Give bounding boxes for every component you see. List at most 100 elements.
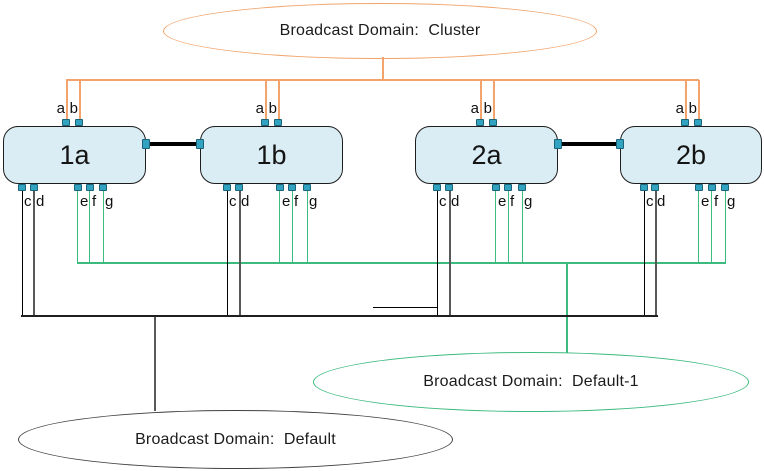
cable-1a-d	[32, 191, 35, 316]
cable-2b-c	[644, 191, 646, 316]
port-label-1a-g: g	[105, 193, 114, 210]
port-label-2b-f: f	[714, 193, 719, 210]
port-label-1b-g: g	[309, 193, 318, 210]
cable-2b-d	[654, 191, 657, 316]
node-2a-label: 2a	[471, 139, 502, 170]
port-1b-e	[276, 184, 284, 191]
port-1a-c	[18, 184, 26, 191]
ellipse-broadcast-domain-default: Broadcast Domain: Default	[18, 410, 453, 469]
port-label-1a-b: b	[69, 100, 78, 117]
node-1b: 1b	[200, 126, 343, 184]
cable-2a-b	[493, 80, 495, 119]
port-label-1b-c: c	[229, 193, 237, 210]
default1-bus-line	[77, 262, 726, 264]
port-1a-e	[74, 184, 82, 191]
port-2a-e	[492, 184, 500, 191]
port-label-2a-c: c	[439, 193, 447, 210]
port-2a-b	[489, 119, 497, 126]
port-1a-a	[62, 119, 70, 126]
cable-2a-e	[495, 191, 497, 263]
port-2b-g	[721, 184, 729, 191]
port-label-1b-d: d	[241, 193, 250, 210]
port-label-1a-a: a	[56, 100, 65, 117]
cable-1a-g	[103, 191, 105, 263]
cable-1b-a	[265, 80, 267, 119]
port-label-2a-d: d	[451, 193, 460, 210]
cable-1a-c	[21, 191, 23, 316]
port-2b-a	[681, 119, 689, 126]
port-label-1a-e: e	[80, 193, 89, 210]
cluster-bus-line	[66, 79, 699, 81]
cable-2b-e	[698, 191, 700, 263]
node-1b-label: 1b	[256, 139, 287, 170]
cable-2a-c	[437, 191, 439, 316]
port-2b-ha	[616, 139, 624, 149]
port-2a-c	[433, 184, 441, 191]
cable-2a-a	[480, 80, 482, 119]
port-1b-g	[303, 184, 311, 191]
port-label-2a-e: e	[498, 193, 507, 210]
port-label-2b-a: a	[675, 100, 684, 117]
cable-2a-g	[522, 191, 524, 263]
cable-2b-a	[685, 80, 687, 119]
default-bus-line	[21, 315, 658, 318]
port-2a-a	[476, 119, 484, 126]
cable-1b-f	[292, 191, 294, 263]
cable-1b-b	[278, 80, 280, 119]
cable-2b-g	[725, 191, 727, 263]
port-2b-c	[640, 184, 648, 191]
port-1b-d	[235, 184, 243, 191]
port-2b-e	[695, 184, 703, 191]
port-label-2a-a: a	[470, 100, 479, 117]
port-label-2b-d: d	[657, 193, 666, 210]
node-1a-label: 1a	[59, 139, 90, 170]
ha-link-1a-1b	[148, 142, 200, 146]
node-2a: 2a	[415, 126, 558, 184]
port-1b-ha	[196, 139, 204, 149]
default1-ellipse-connector	[566, 263, 568, 353]
port-label-1a-c: c	[24, 193, 32, 210]
port-label-1b-a: a	[255, 100, 264, 117]
port-label-2b-c: c	[646, 193, 654, 210]
port-label-2b-g: g	[727, 193, 736, 210]
port-2a-d	[445, 184, 453, 191]
port-label-2a-g: g	[524, 193, 533, 210]
port-1b-a	[261, 119, 269, 126]
port-label-1b-f: f	[294, 193, 299, 210]
cable-1a-b	[79, 80, 81, 119]
port-1a-ha	[142, 139, 150, 149]
port-label-2a-f: f	[510, 193, 515, 210]
ellipse-broadcast-domain-cluster: Broadcast Domain: Cluster	[163, 3, 597, 59]
cable-1a-e	[77, 191, 79, 263]
port-label-2b-e: e	[701, 193, 710, 210]
port-label-1b-e: e	[282, 193, 291, 210]
port-1a-d	[30, 184, 38, 191]
port-label-1a-f: f	[92, 193, 97, 210]
port-label-1a-d: d	[36, 193, 45, 210]
cable-2a-f	[508, 191, 510, 263]
cable-1b-d	[238, 191, 241, 316]
cable-1b-c	[227, 191, 229, 316]
broadcast-domain-default-label: Broadcast Domain: Default	[135, 430, 336, 448]
ellipse-broadcast-domain-default-1: Broadcast Domain: Default-1	[313, 352, 749, 412]
cable-2b-f	[711, 191, 713, 263]
cable-1a-f	[89, 191, 91, 263]
port-2b-b	[694, 119, 702, 126]
default-ellipse-connector	[154, 317, 156, 411]
port-2a-f	[504, 184, 512, 191]
port-label-2a-b: b	[483, 100, 492, 117]
port-1a-g	[99, 184, 107, 191]
node-2b-label: 2b	[675, 139, 707, 170]
port-label-2b-b: b	[688, 100, 697, 117]
port-2a-ha	[554, 139, 562, 149]
cable-1b-g	[307, 191, 309, 263]
port-1b-b	[274, 119, 282, 126]
port-1a-b	[75, 119, 83, 126]
node-1a: 1a	[3, 126, 146, 184]
cable-1b-e	[279, 191, 281, 263]
node-2b: 2b	[620, 126, 762, 184]
cable-2a-c-elbow	[373, 307, 438, 309]
cluster-ellipse-connector	[382, 57, 384, 80]
broadcast-domain-default-1-label: Broadcast Domain: Default-1	[423, 373, 639, 390]
